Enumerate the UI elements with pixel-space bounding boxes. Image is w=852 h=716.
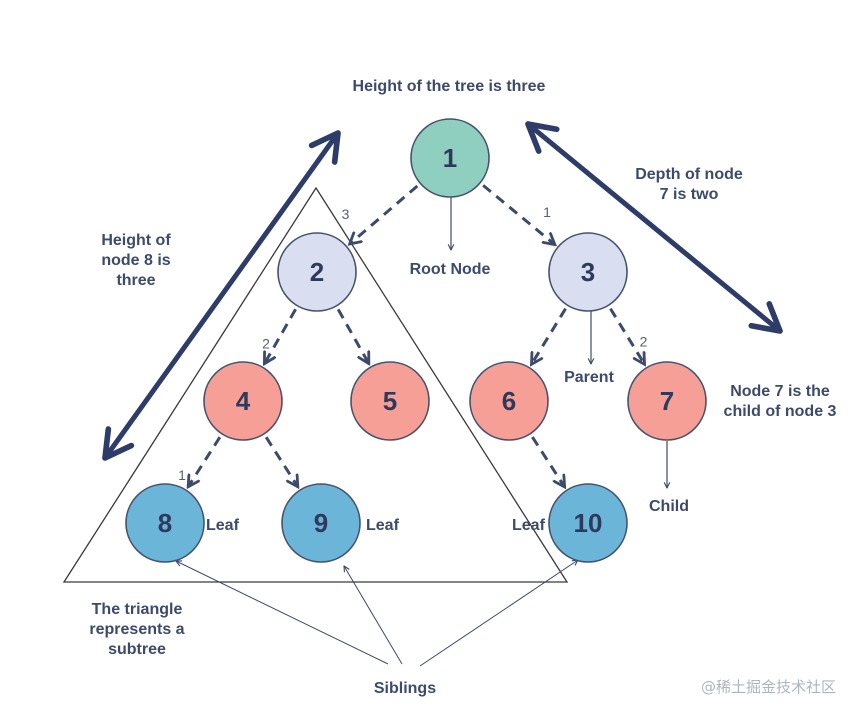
tree-nodes: 1 2 3 4 5 6 7 8 9 10 [125, 118, 707, 563]
watermark: @稀土掘金技术社区 [701, 678, 836, 696]
edge-4-8 [188, 436, 222, 487]
node-circle-9 [281, 483, 361, 563]
node-3: 3 [548, 232, 628, 312]
node-circle-5 [350, 361, 430, 441]
depth-label-line1: Depth of node [635, 166, 743, 183]
edge-label-2-4: 2 [262, 336, 270, 352]
edge-label-1-2: 3 [342, 206, 350, 222]
leaf-label-10: Leaf [512, 517, 546, 534]
node-label-1: 1 [443, 143, 457, 173]
edge-2-4 [264, 308, 297, 363]
node-label-10: 10 [574, 508, 603, 538]
node-circle-10 [548, 483, 628, 563]
node-label-9: 9 [314, 508, 328, 538]
node-6: 6 [469, 361, 549, 441]
node-label-7: 7 [660, 386, 674, 416]
parent-label: Parent [564, 369, 614, 386]
child-of-label-line1: Node 7 is the [730, 383, 830, 400]
node-circle-3 [548, 232, 628, 312]
edge-2-5 [336, 308, 369, 363]
root-node-label: Root Node [410, 261, 491, 278]
node-circle-1 [410, 118, 490, 198]
node-circle-6 [469, 361, 549, 441]
leaf-label-9: Leaf [366, 517, 400, 534]
siblings-label: Siblings [374, 680, 436, 697]
node-circle-8 [125, 483, 205, 563]
node-1: 1 [410, 118, 490, 198]
triangle-label-line3: subtree [108, 641, 166, 658]
node-circle-4 [203, 361, 283, 441]
node-circle-7 [627, 361, 707, 441]
edge-label-4-8: 1 [178, 467, 186, 483]
leaf-label-8: Leaf [206, 517, 240, 534]
depth-7-arrow [525, 121, 783, 334]
height8-label-line1: Height of [101, 232, 171, 249]
node-7: 7 [627, 361, 707, 441]
edge-4-9 [264, 436, 298, 487]
edge-label-1-3: 1 [543, 204, 551, 220]
node-label-2: 2 [310, 257, 324, 287]
triangle-label-line2: represents a [89, 621, 184, 638]
node-label-4: 4 [236, 386, 251, 416]
siblings-pointer-9 [344, 566, 403, 665]
node-label-8: 8 [158, 508, 172, 538]
edge-6-10 [531, 436, 564, 487]
edge-1-3 [482, 184, 555, 244]
node-4: 4 [203, 361, 283, 441]
siblings-pointer-8 [176, 561, 389, 665]
triangle-label-line1: The triangle [92, 601, 183, 618]
edge-label-3-7: 2 [640, 334, 648, 350]
node-9: 9 [281, 483, 361, 563]
height8-label-line3: three [116, 272, 155, 289]
height-8-arrow [102, 130, 341, 461]
node-label-5: 5 [383, 386, 397, 416]
title-label: Height of the tree is three [353, 78, 546, 95]
edge-1-2 [350, 184, 419, 244]
siblings-pointer-10 [419, 560, 578, 667]
node-2: 2 [277, 232, 357, 312]
depth-label-line2: 7 is two [660, 186, 719, 203]
node-label-3: 3 [581, 257, 595, 287]
edge-3-6 [531, 307, 567, 365]
edge-3-7 [609, 307, 644, 365]
child-of-label-line2: child of node 3 [724, 403, 837, 420]
child-label: Child [649, 498, 689, 515]
node-circle-2 [277, 232, 357, 312]
node-8: 8 [125, 483, 205, 563]
height8-label-line2: node 8 is [101, 252, 170, 269]
tree-edges: 3 1 2 2 1 [178, 184, 648, 487]
node-label-6: 6 [502, 386, 516, 416]
node-5: 5 [350, 361, 430, 441]
node-10: 10 [548, 483, 628, 563]
